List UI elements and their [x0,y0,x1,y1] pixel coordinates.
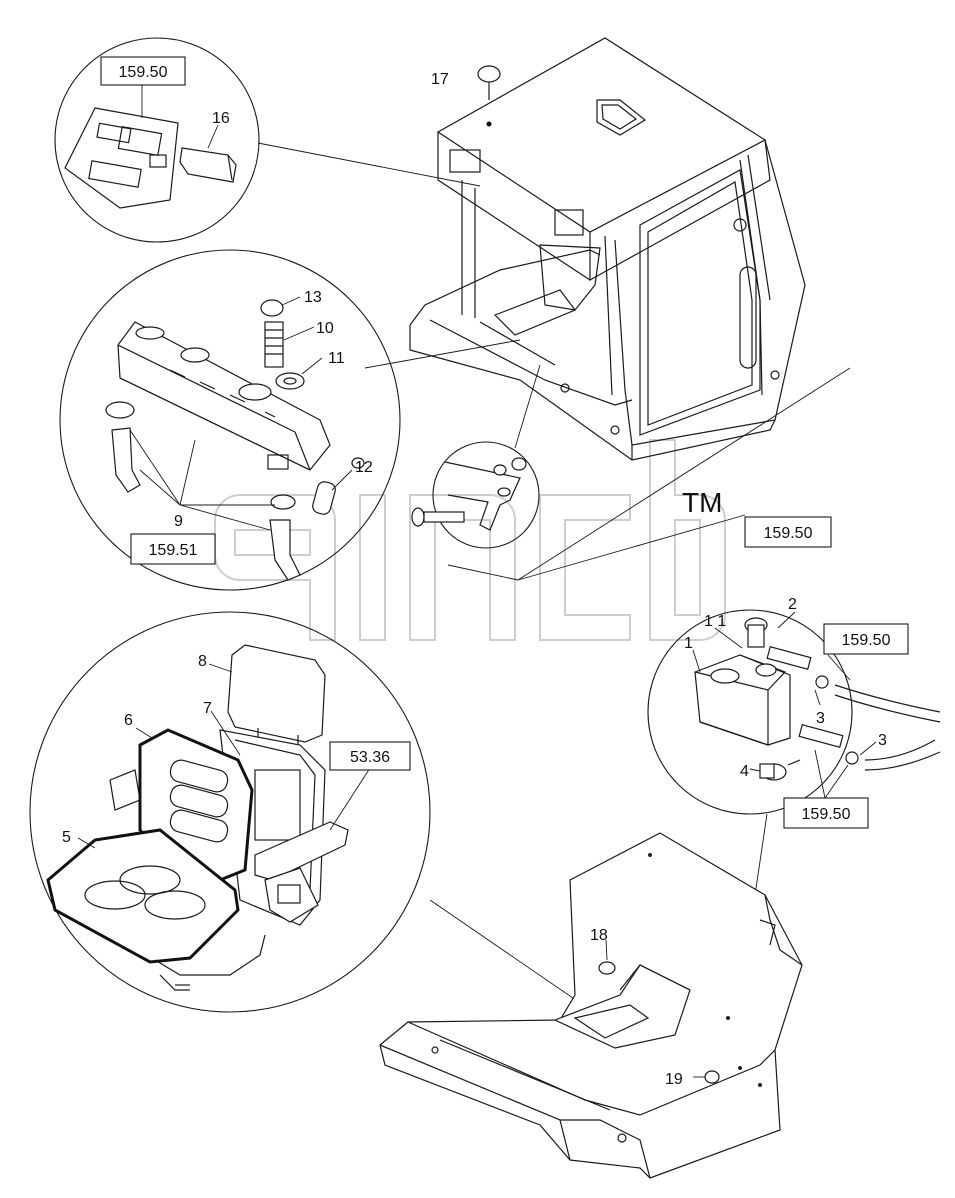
item-12-hose-icon [312,481,336,515]
callout-labels: 17 16 13 10 11 12 9 2 1 1 1 3 3 4 8 7 6 … [62,71,887,1088]
cap-17-icon [477,65,501,83]
item-18-plug-icon [598,961,616,975]
detail-decal [54,37,260,243]
callout-9: 9 [174,513,183,530]
ref-washer-bottom-label: 159.50 [802,806,851,823]
item-19-plug-icon [704,1070,720,1084]
ref-box-tank[interactable]: 159.51 [130,533,216,565]
callout-16: 16 [212,110,230,127]
ref-top-left-label: 159.50 [119,64,168,81]
callout-7: 7 [203,700,212,717]
ref-box-washer-top[interactable]: 159.50 [823,623,909,655]
detail-tank [59,249,521,591]
ref-seat-label: 53.36 [350,749,390,766]
callout-6: 6 [124,712,133,729]
ref-mid-right-label: 159.50 [764,525,813,542]
callout-17: 17 [431,71,449,88]
callout-5: 5 [62,829,71,846]
detail-bolt [411,364,541,549]
callout-8: 8 [198,653,207,670]
ref-washer-top-label: 159.50 [842,632,891,649]
floor-assembly [379,832,803,1179]
ref-box-mid-right[interactable]: 159.50 [744,516,832,548]
ref-box-washer-bottom[interactable]: 159.50 [783,797,869,829]
callout-12: 12 [355,459,373,476]
callout-1: 1 [684,635,693,652]
detail-washer [647,609,941,1031]
callout-3b: 3 [878,732,887,749]
callout-4: 4 [740,763,749,780]
callout-19: 19 [665,1071,683,1088]
item-16-box-icon [179,147,237,183]
ref-box-seat[interactable]: 53.36 [329,741,411,771]
callout-11: 11 [328,350,345,367]
callout-18: 18 [590,927,608,944]
callout-13: 13 [304,289,322,306]
callout-1-1: 1 1 [704,613,726,630]
callout-3a: 3 [816,710,825,727]
ref-box-top-left[interactable]: 159.50 [100,56,186,86]
ref-tank-label: 159.51 [149,542,198,559]
item-13-cap-icon [260,299,284,317]
watermark-tm: TM [682,487,722,518]
cab-assembly [409,37,806,461]
callout-10: 10 [316,320,334,337]
callout-2: 2 [788,596,797,613]
item-11-washer-icon [275,372,305,390]
detail-seat [29,611,606,1021]
item-8-headrest-icon [227,644,326,743]
watermark-logo: TM [214,439,726,641]
